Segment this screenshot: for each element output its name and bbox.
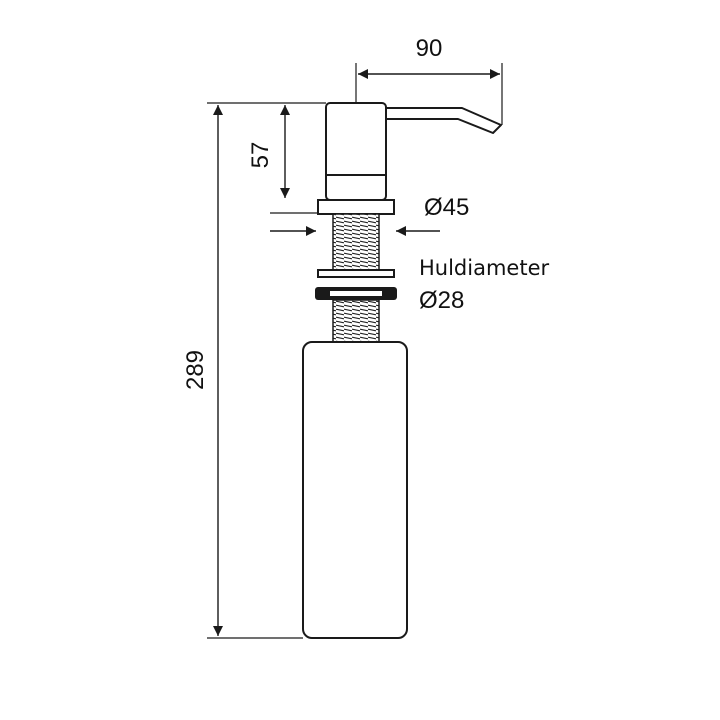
threaded-shank-lower	[332, 299, 380, 343]
dimension-collar-diameter: Ø45	[270, 194, 469, 236]
threaded-shank-upper	[332, 213, 380, 271]
head-height-label: 57	[247, 142, 274, 169]
lock-nut-inner	[330, 291, 382, 296]
hole-diameter-value: Ø28	[419, 287, 464, 314]
hole-diameter-title: Huldiameter	[419, 256, 549, 280]
dimension-head-height: 57	[247, 105, 318, 214]
dimension-spout-reach: 90	[355, 35, 503, 125]
spout-reach-label: 90	[416, 35, 443, 62]
total-height-label: 289	[182, 350, 209, 390]
dispenser	[302, 102, 502, 639]
collar-diameter-label: Ø45	[424, 194, 469, 221]
dimension-total-height: 289	[182, 102, 326, 639]
collar	[317, 199, 395, 215]
pump-head	[325, 102, 387, 201]
bottle	[302, 341, 408, 639]
spout	[386, 107, 502, 134]
washer	[317, 269, 395, 278]
hole-diameter-note: Huldiameter Ø28	[419, 256, 549, 314]
